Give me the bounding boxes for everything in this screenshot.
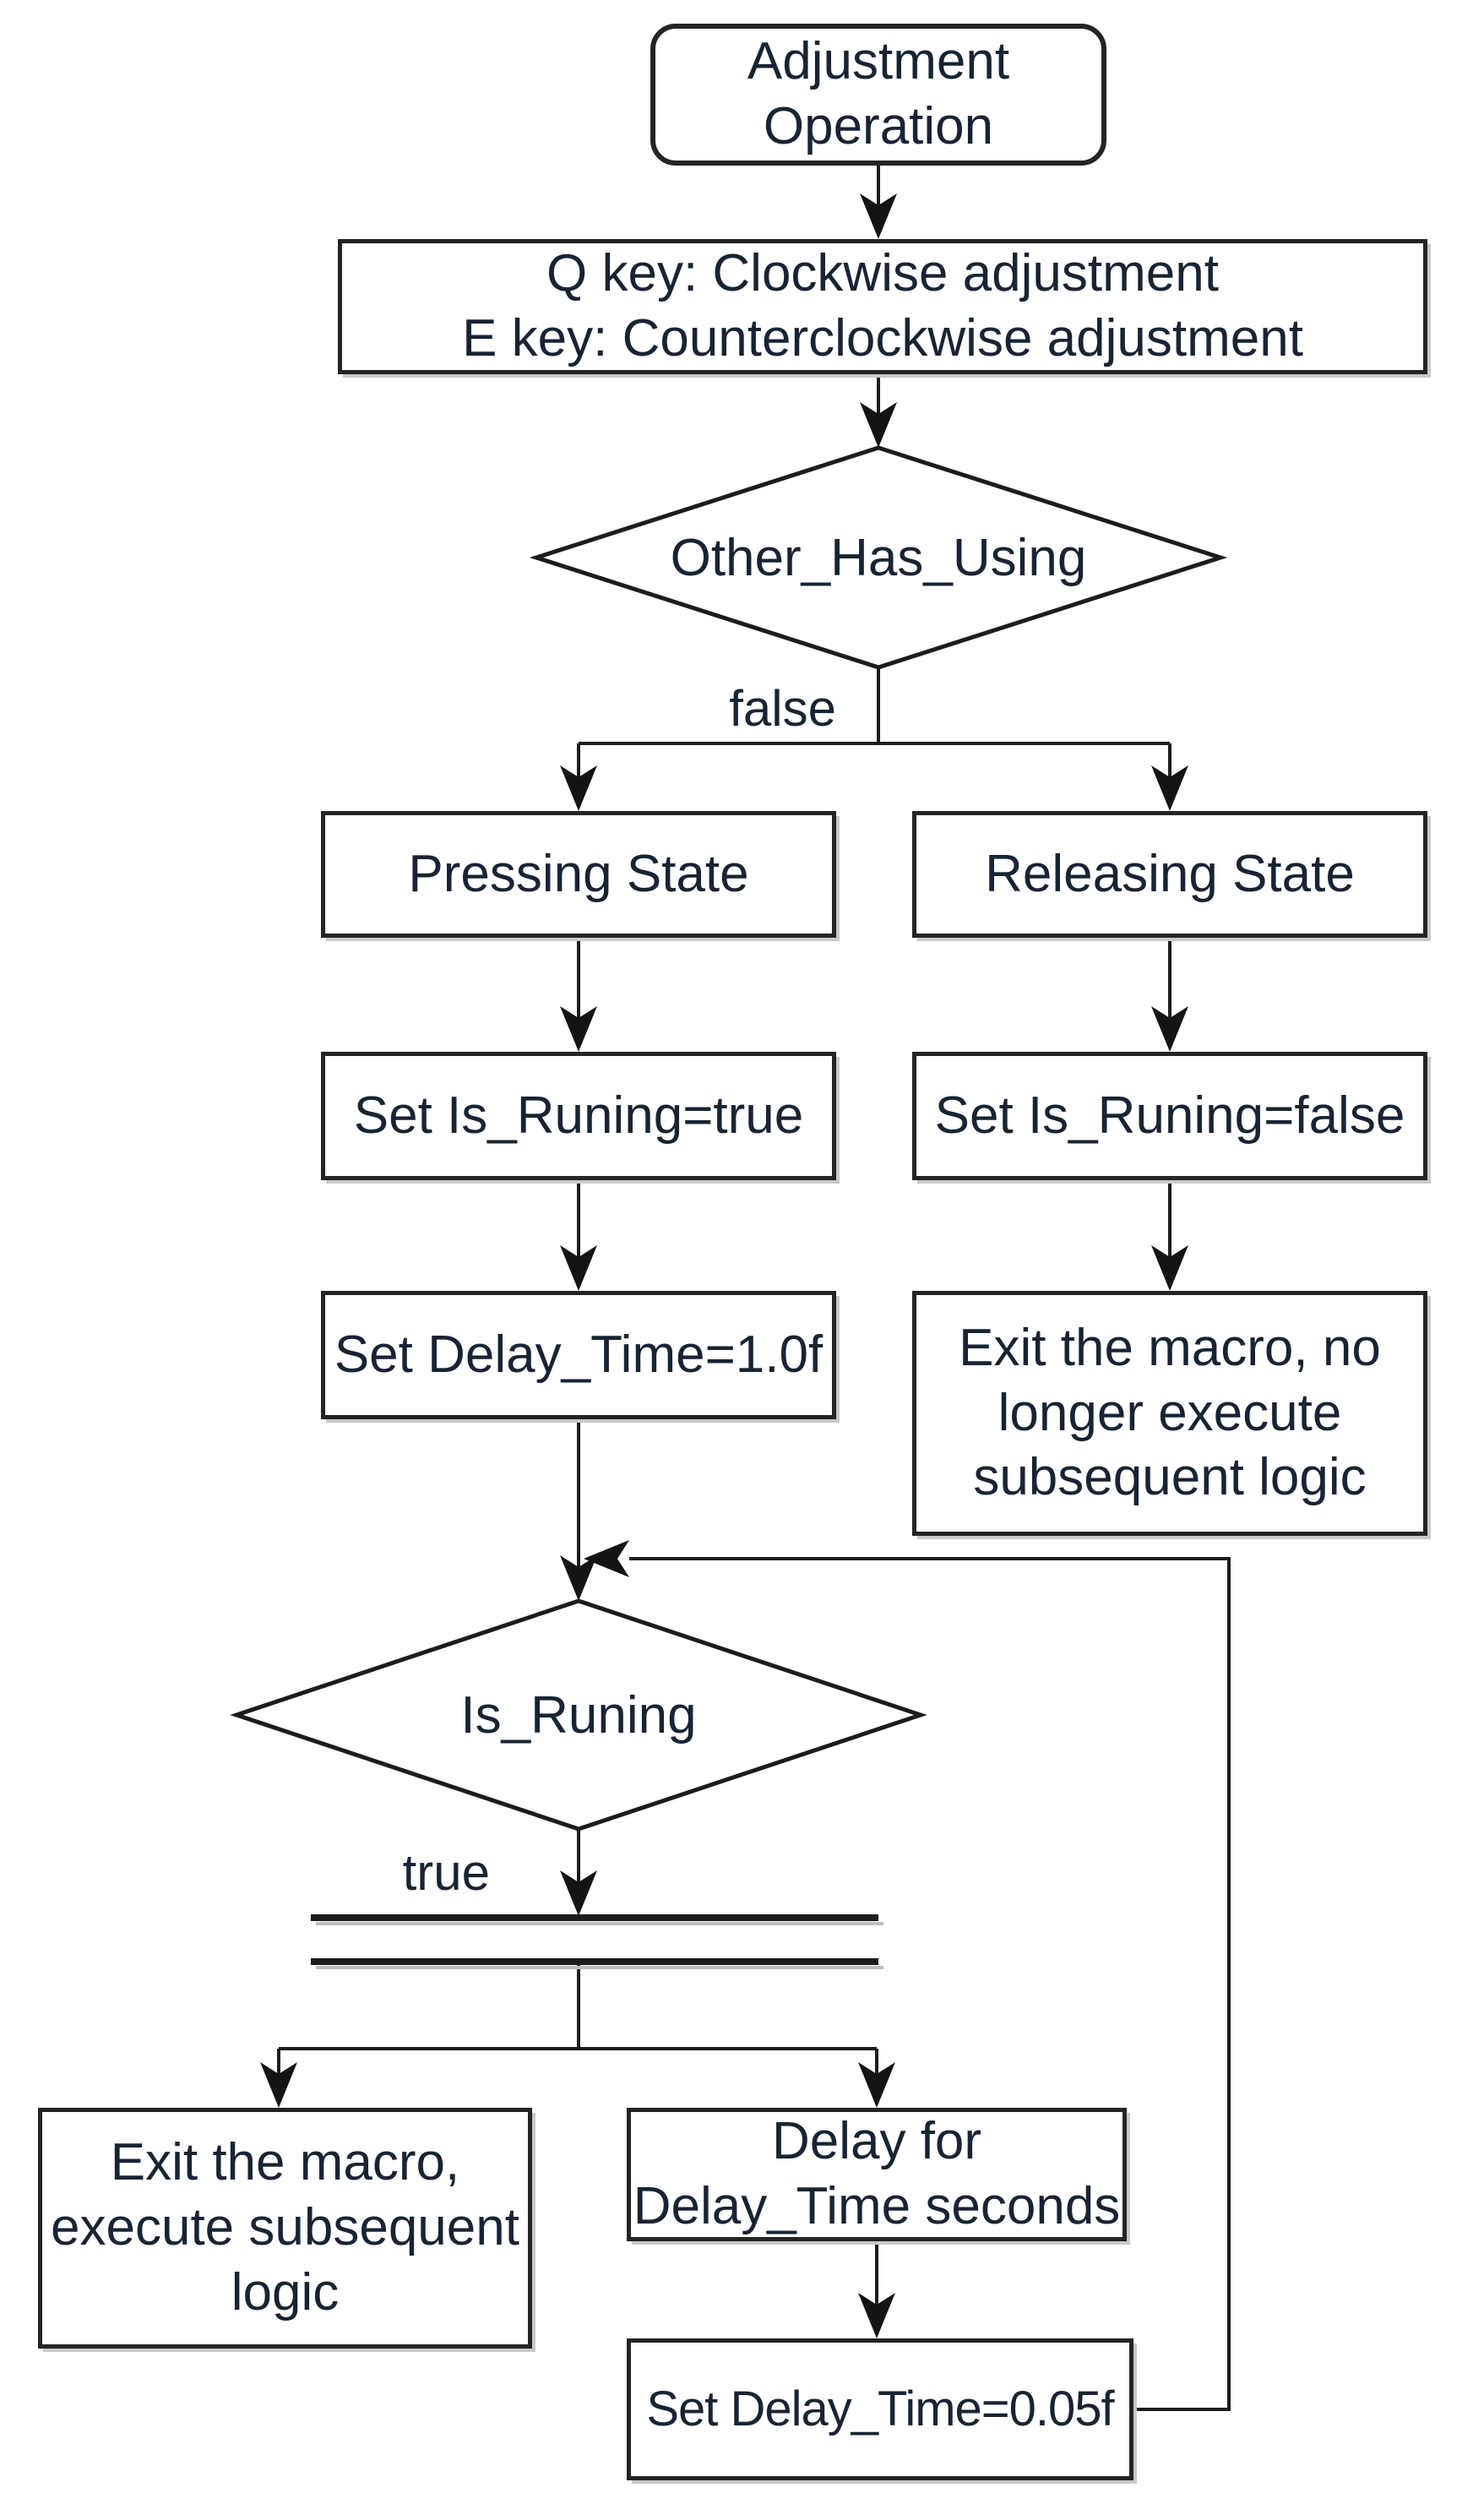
arrowhead-down-icon xyxy=(560,1870,597,1916)
edge-false-split xyxy=(577,667,1171,787)
node-adjustment-operation: Adjustment Operation xyxy=(650,24,1106,166)
node-set-is-runing-false: Set Is_Runing=false xyxy=(912,1052,1427,1180)
node-set-delay-time-1-0f: Set Delay_Time=1.0f xyxy=(321,1291,836,1419)
node-line: Set Delay_Time=1.0f xyxy=(334,1325,824,1384)
arrowhead-down-icon xyxy=(560,765,597,811)
node-line: Set Delay_Time=0.05f xyxy=(646,2382,1114,2437)
decision-label-is-runing: Is_Runing xyxy=(367,1679,790,1750)
node-set-is-runing-true: Set Is_Runing=true xyxy=(321,1052,836,1180)
arrowhead-down-icon xyxy=(260,2062,297,2108)
flow-lines xyxy=(277,166,1231,2411)
node-line: Adjustment xyxy=(747,32,1010,91)
node-line: Delay_Time seconds xyxy=(633,2177,1121,2235)
node-key-mapping: Q key: Clockwise adjustment E key: Count… xyxy=(338,239,1427,374)
node-line: Set Is_Runing=true xyxy=(353,1086,804,1145)
node-delay-for-delay-time: Delay for Delay_Time seconds xyxy=(627,2108,1127,2241)
node-line: E key: Counterclockwise adjustment xyxy=(462,309,1303,367)
sync-bar-shadow xyxy=(316,1922,883,1969)
node-line: Set Is_Runing=false xyxy=(934,1086,1405,1145)
arrowhead-down-icon xyxy=(1151,765,1188,811)
arrowhead-down-icon xyxy=(858,2062,895,2108)
edge-loop-back xyxy=(629,1557,1231,2411)
edge-label-text: true xyxy=(402,1844,490,1901)
node-exit-macro-no-subsequent: Exit the macro, no longer execute subseq… xyxy=(912,1291,1427,1536)
edge-bar-split xyxy=(277,1962,878,2084)
arrowhead-down-icon xyxy=(860,193,897,239)
arrowhead-down-icon xyxy=(1151,1245,1188,1291)
node-line: execute subsequent xyxy=(51,2198,519,2257)
node-line: Delay for xyxy=(771,2112,982,2171)
arrowhead-down-icon xyxy=(858,2293,895,2338)
node-exit-macro-execute-subsequent: Exit the macro, execute subsequent logic xyxy=(38,2108,532,2349)
node-set-delay-time-0-05f: Set Delay_Time=0.05f xyxy=(627,2338,1133,2480)
arrowhead-down-icon xyxy=(860,402,897,448)
node-line: subsequent logic xyxy=(973,1448,1367,1507)
edge-label-false: false xyxy=(650,679,836,738)
arrowhead-down-icon xyxy=(560,1245,597,1291)
node-line: logic xyxy=(231,2262,340,2322)
edge-label-true: true xyxy=(304,1843,490,1902)
node-line: Exit the macro, xyxy=(110,2133,460,2192)
node-pressing-state: Pressing State xyxy=(321,811,836,938)
node-line: Is_Runing xyxy=(460,1685,697,1745)
node-line: Other_Has_Using xyxy=(670,528,1087,587)
node-line: longer execute xyxy=(997,1383,1342,1442)
node-line: Operation xyxy=(763,97,994,155)
node-line: Pressing State xyxy=(408,844,749,903)
arrowheads xyxy=(260,193,1188,2338)
arrowhead-down-icon xyxy=(1151,1006,1188,1052)
arrowhead-down-icon xyxy=(560,1555,597,1601)
arrowhead-left-icon xyxy=(584,1540,629,1577)
node-line: Exit the macro, no xyxy=(959,1318,1381,1377)
arrowhead-down-icon xyxy=(560,1006,597,1052)
sync-bars xyxy=(311,1914,883,1969)
node-line: Releasing State xyxy=(985,844,1355,903)
edge-label-text: false xyxy=(729,680,836,737)
node-line: Q key: Clockwise adjustment xyxy=(546,244,1219,303)
node-releasing-state: Releasing State xyxy=(912,811,1427,938)
decision-label-other-has-using: Other_Has_Using xyxy=(667,522,1090,593)
